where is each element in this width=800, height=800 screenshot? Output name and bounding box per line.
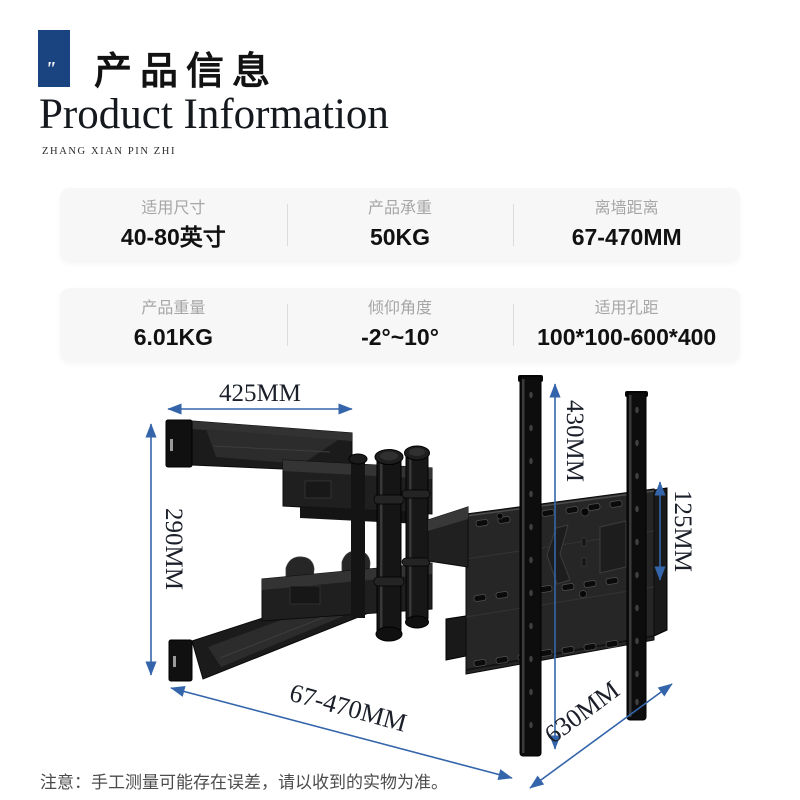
extension-arm [427,506,469,568]
top-arm [165,419,353,473]
vesa-rail-right [625,391,648,721]
spec-label: 适用尺寸 [141,200,206,217]
spec-label: 产品承重 [368,200,433,217]
spec-card-row1: 适用尺寸 40-80英寸 产品承重 50KG 离墙距离 67-470MM [60,188,740,262]
page-title-en: Product Information [39,91,389,138]
spec-card-row2: 产品重量 6.01KG 倾仰角度 -2°~10° 适用孔距 100*100-60… [60,288,740,362]
page-subtitle: ZHANG XIAN PIN ZHI [42,146,177,157]
spec-value: 67-470MM [571,224,682,250]
page-title-cn: 产品信息 [94,51,279,93]
spec-cell-wall-distance: 离墙距离 67-470MM [513,188,740,262]
spec-cell-weight: 产品重量 6.01KG [60,288,287,362]
spec-cell-vesa: 适用孔距 100*100-600*400 [513,288,740,362]
spec-label: 适用孔距 [594,300,659,317]
dimension-label-arm-width: 425MM [219,380,301,407]
dimension-label-bracket-height: 430MM [561,400,588,482]
spec-label: 离墙距离 [594,200,659,217]
dimension-label-hole-spacing: 125MM [669,490,696,572]
spec-cell-size: 适用尺寸 40-80英寸 [60,188,287,262]
spec-label: 产品重量 [141,300,206,317]
vesa-rail-left [518,375,543,757]
spec-value: 40-80英寸 [120,224,226,250]
quote-icon: " [45,58,57,80]
spec-cell-load: 产品承重 50KG [286,188,514,262]
spec-value: -2°~10° [361,324,439,350]
arrow-wall-distance [170,686,513,780]
arrow-bracket-width [529,683,673,789]
spec-cell-tilt: 倾仰角度 -2°~10° [286,288,514,362]
measurement-note: 注意：手工测量可能存在误差，请以收到的实物为准。 [40,773,448,792]
spec-value: 100*100-600*400 [537,324,717,350]
dimension-arrows [145,383,673,789]
dimension-label-wall-distance: 67-470MM [287,678,410,738]
dimension-label-bracket-width: 630MM [539,675,625,749]
header-accent-block: " [38,30,70,87]
spec-label: 倾仰角度 [368,300,433,317]
spec-value: 50KG [369,224,431,250]
spec-value: 6.01KG [133,324,213,350]
dimension-label-arm-height: 290MM [160,508,187,590]
pivot-posts [348,445,431,642]
